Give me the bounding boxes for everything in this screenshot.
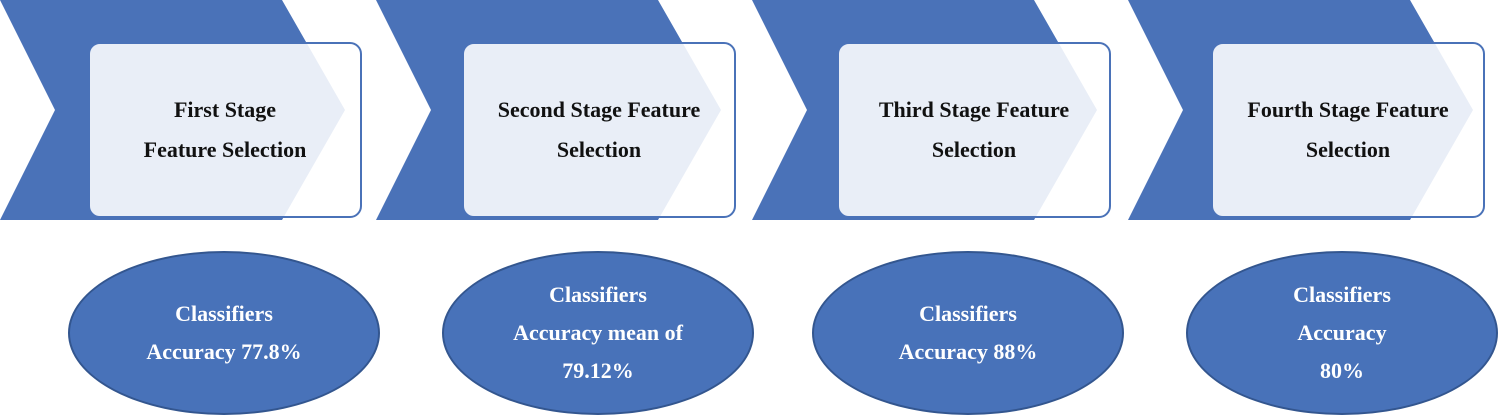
accuracy-ellipse-4: Classifiers Accuracy 80% <box>1186 251 1498 415</box>
stage-title-3: Third Stage Feature Selection <box>878 97 1070 162</box>
accuracy-ellipse-3: Classifiers Accuracy 88% <box>812 251 1124 415</box>
accuracy-text-3: Classifiers Accuracy 88% <box>898 301 1038 364</box>
accuracy-ellipse-2: Classifiers Accuracy mean of 79.12% <box>442 251 754 415</box>
stage-box-4: Fourth Stage Feature Selection <box>1211 42 1485 218</box>
stage-box-1: First Stage Feature Selection <box>88 42 362 218</box>
stage-box-2: Second Stage Feature Selection <box>462 42 736 218</box>
accuracy-ellipse-1: Classifiers Accuracy 77.8% <box>68 251 380 415</box>
accuracy-text-4: Classifiers Accuracy 80% <box>1293 282 1391 383</box>
accuracy-text-1: Classifiers Accuracy 77.8% <box>146 301 302 364</box>
stage-title-1: First Stage Feature Selection <box>143 97 307 162</box>
stage-title-4: Fourth Stage Feature Selection <box>1247 97 1449 162</box>
stage-box-3: Third Stage Feature Selection <box>837 42 1111 218</box>
stage-title-2: Second Stage Feature Selection <box>497 97 701 162</box>
accuracy-text-2: Classifiers Accuracy mean of 79.12% <box>513 282 683 383</box>
